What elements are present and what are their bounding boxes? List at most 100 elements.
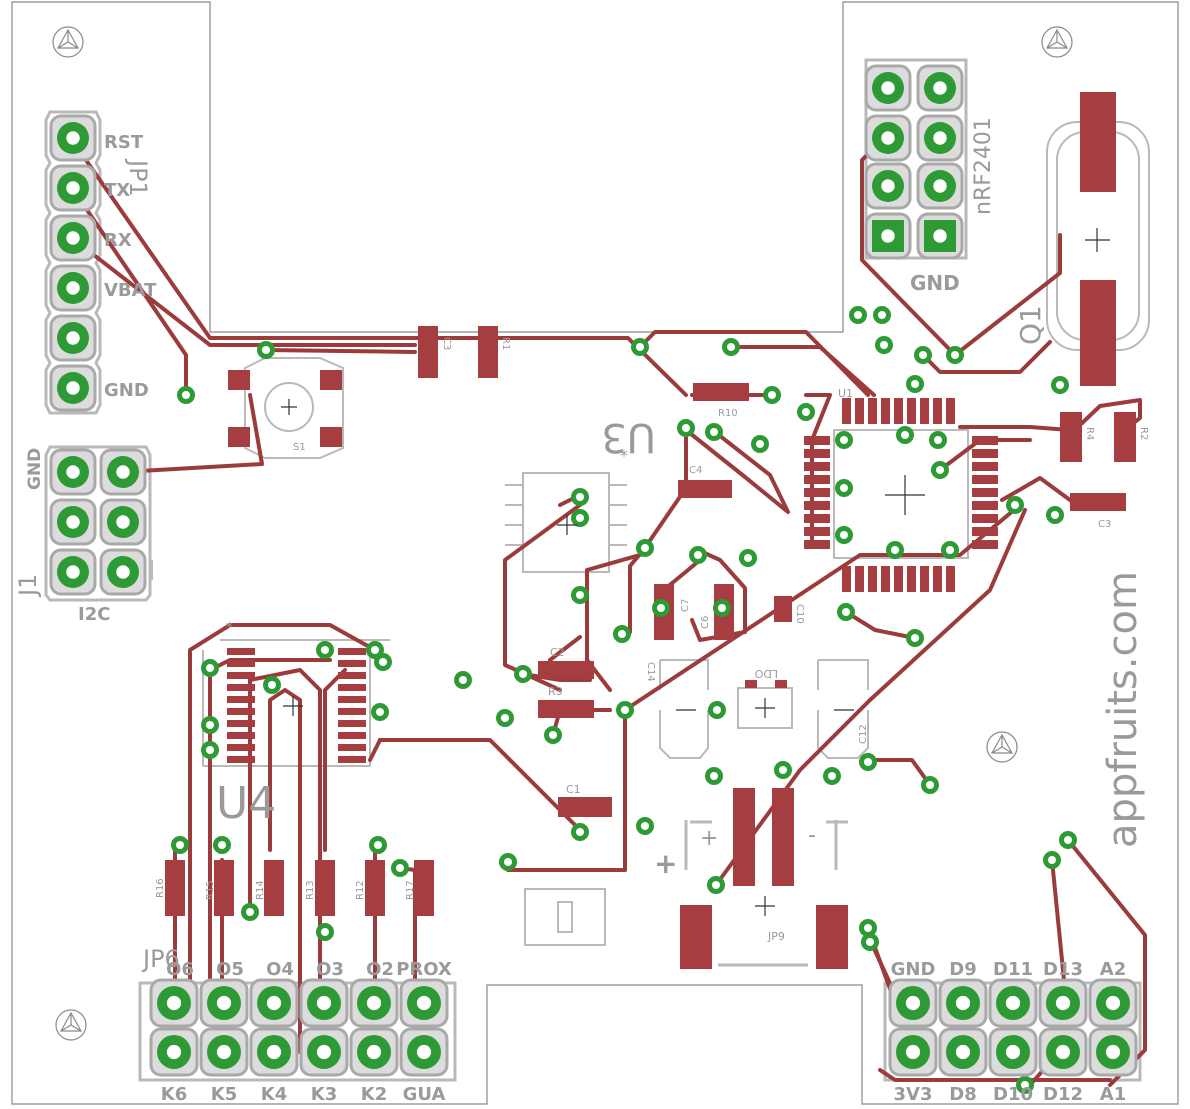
via (1051, 376, 1069, 394)
via (316, 641, 334, 659)
jp1-pin-5 (49, 364, 97, 412)
logo-text: appfruits.com (1100, 571, 1146, 848)
fiducial-top-right (1041, 26, 1073, 58)
jp6-top-label: O2 (366, 959, 394, 980)
c7-label: C7 (680, 599, 691, 612)
jp6-top-pin-5 (399, 978, 449, 1028)
via (941, 541, 959, 559)
c3-left-label: C3 (441, 337, 452, 350)
polarity-plus-small: + (700, 826, 718, 851)
via (374, 653, 392, 671)
jp1-pin-3 (49, 264, 97, 312)
right-header-top-label: A2 (1100, 959, 1126, 980)
jp6-bottom-pin-4 (349, 1027, 399, 1077)
via (763, 386, 781, 404)
nrf-pin-1 (916, 64, 964, 112)
right-header-top-pin-0 (888, 978, 938, 1028)
r10-label: R10 (718, 408, 738, 419)
via (873, 306, 891, 324)
right-header-top-pin-2 (988, 978, 1038, 1028)
jp6-bottom-label: K5 (211, 1084, 237, 1105)
c12-label: C12 (858, 724, 869, 744)
jp1-pin-gnd: GND (104, 380, 149, 401)
fiducial-bottom-left (55, 1009, 87, 1041)
c2-label: C2 (550, 646, 565, 659)
via (886, 541, 904, 559)
right-header-top-label: D13 (1043, 959, 1083, 980)
j1-pin-3 (99, 498, 147, 546)
c14-label: C14 (645, 662, 656, 682)
via (896, 426, 914, 444)
pin1-marker: * (620, 446, 628, 465)
r3-label: R3 (548, 685, 563, 698)
jp6-top-pin-1 (199, 978, 249, 1028)
nrf-label: nRF2401 (971, 117, 996, 215)
via (705, 423, 723, 441)
jp6-top-label: PROX (396, 959, 452, 980)
j1-label: J1 (14, 574, 42, 598)
via (906, 629, 924, 647)
r2-label: R2 (1138, 427, 1149, 440)
jp6-bottom-label: K6 (161, 1084, 187, 1105)
via (835, 526, 853, 544)
ldo-label: LDO (754, 667, 778, 680)
right-header-bottom-pin-3 (1038, 1027, 1088, 1077)
via (371, 703, 389, 721)
jp6-bottom-pin-1 (199, 1027, 249, 1077)
nrf-caption: GND (910, 271, 960, 295)
via (797, 403, 815, 421)
via (774, 761, 792, 779)
jp6-bottom-label: K4 (261, 1084, 287, 1105)
via (263, 676, 281, 694)
silkscreen-labels: JP1 RST TX RX VBAT GND GND J1 I2C S1 C3 … (14, 117, 1149, 973)
jp1-pin-1 (49, 164, 97, 212)
component-centers (281, 228, 1110, 916)
jp1-pin-2 (49, 214, 97, 262)
jp1-pin-tx: TX (104, 180, 130, 201)
vias (171, 306, 1077, 1094)
right-header-top-label: GND (891, 959, 936, 980)
nrf-pin-gnd-b (916, 212, 964, 260)
jp6-top-label: O3 (316, 959, 344, 980)
c1-label: C1 (566, 783, 581, 796)
r14-label: R14 (255, 880, 266, 900)
right-header-top-pin-1 (938, 978, 988, 1028)
via (369, 836, 387, 854)
via (1059, 831, 1077, 849)
jp1-pin-rx: RX (104, 230, 132, 251)
right-header-bottom-pin-4 (1088, 1027, 1138, 1077)
jp6-top-label: O6 (166, 959, 194, 980)
c4-label: C4 (689, 465, 702, 476)
via (316, 923, 334, 941)
via (391, 859, 409, 877)
via (921, 776, 939, 794)
jp6-bottom-label: GUA (403, 1084, 446, 1105)
smd-pads (165, 92, 1136, 969)
via (946, 346, 964, 364)
polarity-minus: - (808, 823, 816, 848)
via (616, 701, 634, 719)
r1-label: R1 (500, 337, 511, 350)
right-header-top-pin-3 (1038, 978, 1088, 1028)
fiducial-top-left (52, 26, 84, 58)
via (241, 903, 259, 921)
via (823, 767, 841, 785)
jp1-pin-0 (49, 114, 97, 162)
via (544, 726, 562, 744)
via (707, 876, 725, 894)
right-header-bottom-pin-1 (938, 1027, 988, 1077)
r17-label: R17 (405, 880, 416, 900)
via (636, 817, 654, 835)
jp1-pin-rst: RST (104, 132, 144, 153)
r4-label: R4 (1084, 427, 1095, 440)
u3-label: U3 (601, 414, 656, 460)
jp6-bottom-pin-3 (299, 1027, 349, 1077)
jp6-top-label: O4 (266, 959, 294, 980)
r12-label: R12 (355, 880, 366, 900)
via (929, 431, 947, 449)
right-header-top-pin-4 (1088, 978, 1138, 1028)
via (631, 338, 649, 356)
c10-label: C10 (794, 604, 805, 624)
nrf-pin-4 (864, 162, 912, 210)
